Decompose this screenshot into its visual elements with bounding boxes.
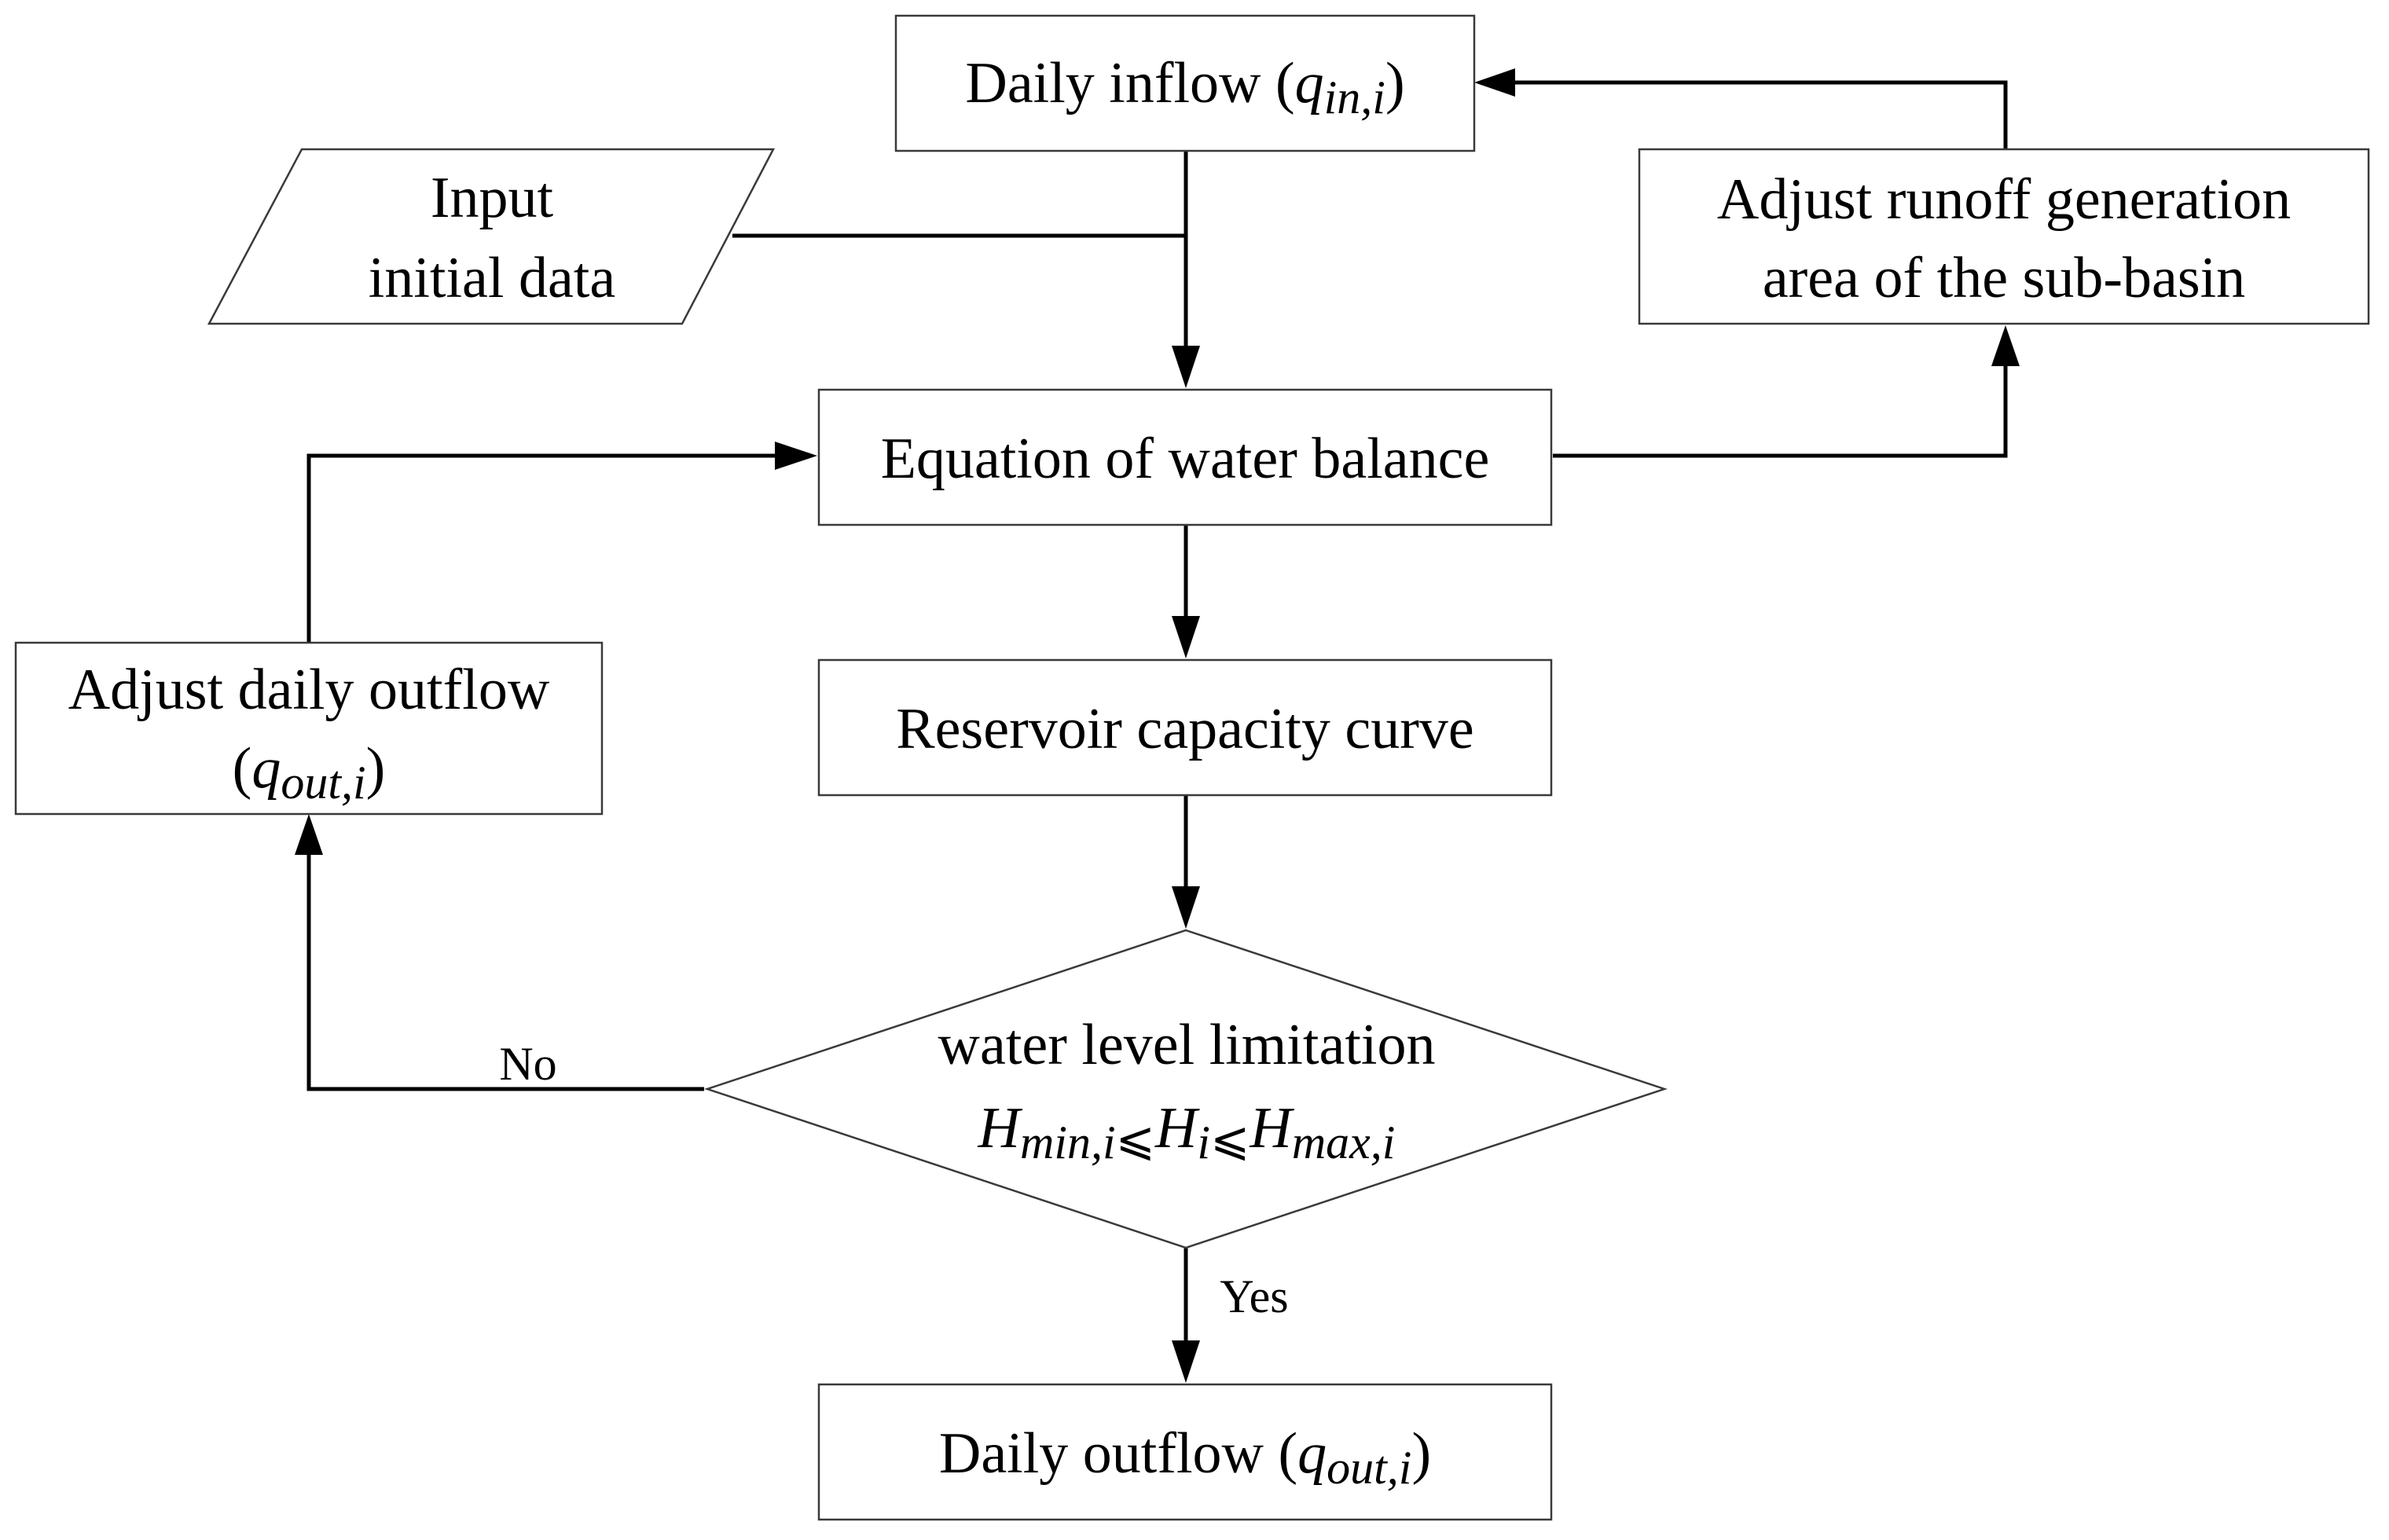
arrowhead-left-icon — [1474, 68, 1515, 97]
arrowhead-down-icon — [1172, 616, 1200, 658]
arrowhead-down-icon — [1172, 886, 1200, 929]
input-data-line2: initial data — [369, 246, 615, 310]
decision-line1: water level limitation — [938, 1013, 1436, 1077]
edge-label-no: No — [499, 1038, 556, 1090]
edge-label-yes: Yes — [1220, 1270, 1288, 1322]
daily-outflow-label: Daily outflow (qout,i) — [939, 1421, 1431, 1494]
arrowhead-right-icon — [775, 442, 817, 470]
node-adjust-runoff: Adjust runoff generation area of the sub… — [1638, 148, 2370, 325]
edge-runoff-to-inflow — [1515, 80, 2008, 149]
arrowhead-up-icon — [295, 814, 323, 855]
node-daily-inflow: Daily inflow (qin,i) — [894, 14, 1476, 152]
node-input-data: Input initial data — [207, 148, 776, 325]
node-adjust-outflow: Adjust daily outflow (qout,i) — [14, 641, 604, 816]
connectors — [295, 68, 2020, 1383]
node-daily-outflow: Daily outflow (qout,i) — [817, 1383, 1553, 1521]
decision-condition: Hmin,i⩽Hi⩽Hmax,i — [978, 1096, 1396, 1168]
adjust-outflow-line2: (qout,i) — [233, 736, 386, 808]
adjust-runoff-line2: area of the sub-basin — [1763, 246, 2245, 310]
arrowhead-down-icon — [1172, 346, 1200, 388]
arrowhead-down-icon — [1172, 1340, 1200, 1383]
node-water-level-decision: water level limitation Hmin,i⩽Hi⩽Hmax,i — [704, 929, 1668, 1249]
daily-inflow-label: Daily inflow (qin,i) — [965, 51, 1404, 123]
arrowhead-up-icon — [1991, 325, 2020, 366]
edge-decision-no — [306, 855, 704, 1091]
capacity-curve-label: Reservoir capacity curve — [896, 697, 1474, 761]
node-capacity-curve: Reservoir capacity curve — [817, 658, 1553, 797]
edge-outflow-to-balance — [306, 453, 775, 643]
adjust-outflow-line1: Adjust daily outflow — [68, 658, 550, 722]
water-balance-label: Equation of water balance — [881, 427, 1490, 491]
input-data-line1: Input — [431, 166, 554, 230]
node-water-balance: Equation of water balance — [817, 388, 1553, 526]
adjust-runoff-line1: Adjust runoff generation — [1717, 167, 2291, 232]
edge-balance-to-runoff — [1553, 366, 2008, 458]
